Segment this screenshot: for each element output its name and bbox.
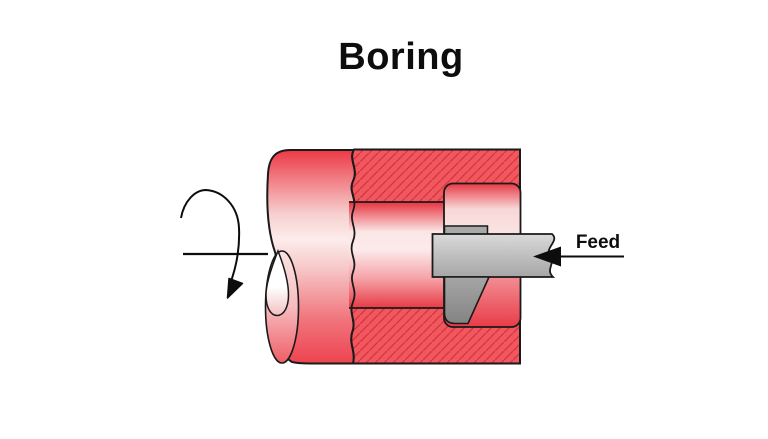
rotation-arc <box>180 188 241 285</box>
cutting-tool <box>443 276 491 325</box>
bore-surface <box>349 201 445 309</box>
rotation-arrow-icon <box>180 188 268 299</box>
break-line <box>350 149 356 365</box>
feed-arrowhead-icon <box>533 246 561 267</box>
bore-opening <box>265 248 290 317</box>
page-title: Boring <box>338 36 464 78</box>
rotation-arrowhead <box>226 277 244 299</box>
feed-label: Feed <box>576 232 620 253</box>
feed-annotation: Feed <box>533 232 624 267</box>
